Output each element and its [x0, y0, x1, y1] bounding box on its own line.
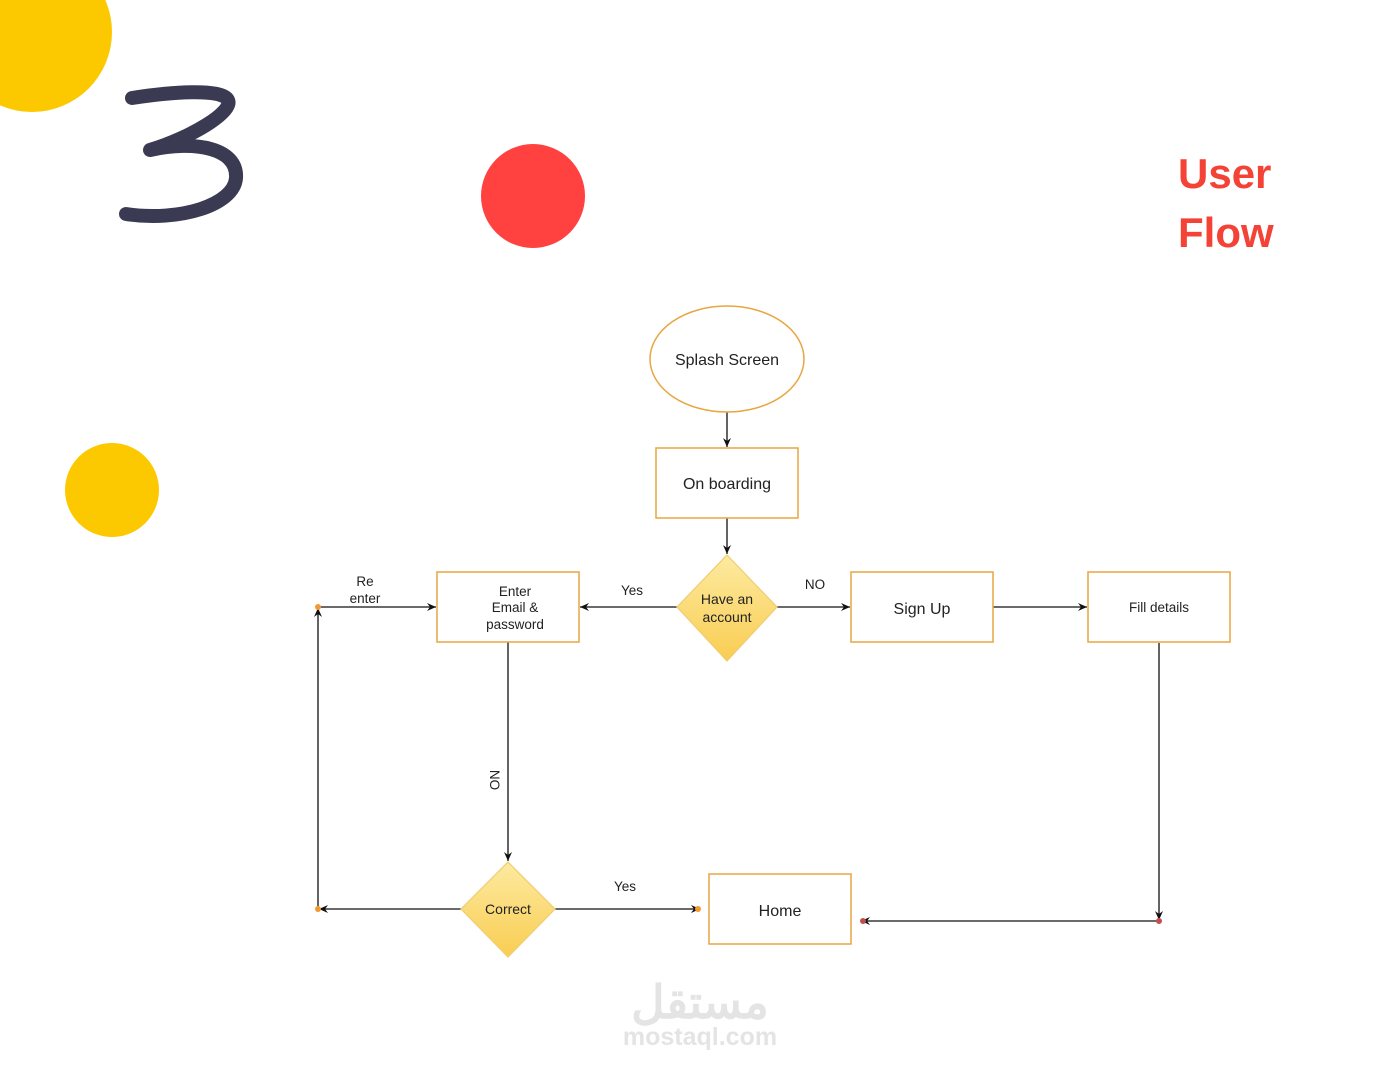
watermark-arabic: مستقل	[631, 976, 769, 1028]
edge-label-no-vertical: NO	[487, 770, 502, 790]
connector-dot	[315, 604, 321, 610]
edge-label-re: Re	[356, 574, 373, 589]
correct-label: Correct	[485, 901, 531, 917]
title-flow: Flow	[1178, 209, 1274, 256]
watermark-latin: mostaql.com	[623, 1023, 777, 1051]
node-onboarding[interactable]: On boarding	[655, 447, 799, 519]
signup-label: Sign Up	[894, 601, 951, 618]
have-account-label-2: account	[702, 609, 751, 625]
node-fill-details[interactable]: Fill details	[1087, 571, 1231, 643]
home-label: Home	[759, 903, 802, 920]
edge-label-no-top: NO	[805, 577, 825, 592]
splash-label: Splash Screen	[675, 352, 779, 369]
enter-label-2: Email &	[492, 600, 539, 615]
enter-label-3: password	[486, 617, 544, 632]
slide-number-3	[119, 85, 243, 223]
yellow-dot-decoration	[65, 443, 159, 537]
fill-details-label: Fill details	[1129, 600, 1189, 615]
node-splash-screen[interactable]: Splash Screen	[649, 305, 805, 413]
onboarding-label: On boarding	[683, 476, 771, 493]
edges	[314, 412, 1163, 925]
edge-label-enter: enter	[350, 591, 381, 606]
red-circle-decoration	[481, 144, 585, 248]
connector-dot	[695, 906, 701, 912]
node-have-account-decision[interactable]: Have an account	[676, 554, 778, 662]
title-user: User	[1178, 150, 1271, 197]
have-account-label-1: Have an	[701, 591, 753, 607]
node-home[interactable]: Home	[708, 873, 852, 945]
connector-dot	[860, 918, 866, 924]
connector-dot	[315, 906, 321, 912]
node-enter-email-password[interactable]: Enter Email & password	[436, 571, 580, 643]
enter-label-1: Enter	[499, 584, 532, 599]
edge-label-yes-top: Yes	[621, 583, 643, 598]
connector-dot	[1156, 918, 1162, 924]
yellow-circle-decoration	[0, 0, 112, 112]
node-correct-decision[interactable]: Correct	[460, 861, 556, 958]
edge-label-yes-bottom: Yes	[614, 879, 636, 894]
node-sign-up[interactable]: Sign Up	[850, 571, 994, 643]
